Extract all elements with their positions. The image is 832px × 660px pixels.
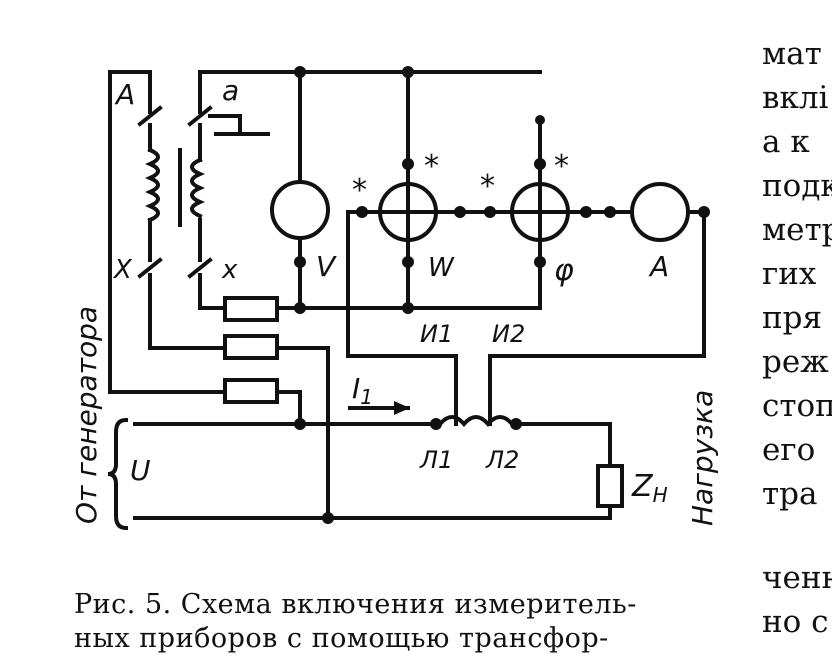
terminal-A-label: A [114,78,135,111]
star-mark: * [352,173,367,208]
meter-bus [198,70,706,426]
caption-line: Рис. 5. Схема включения измеритель- [74,589,637,620]
voltage-transformer [108,70,270,394]
terminal-x-label: x [221,255,238,285]
star-mark: * [554,149,569,184]
figure-caption: Рис. 5. Схема включения измеритель- ных … [74,588,714,656]
text-fragment: ченн [762,560,832,596]
load-impedance-label: ZН [631,469,668,507]
star-mark: * [480,169,495,204]
phase-meter-label: φ [554,253,574,288]
terminal-X-label: X [112,255,133,285]
text-fragment: гих [762,256,817,292]
voltage-U-label: U [130,454,151,487]
star-mark: * [424,149,439,184]
terminal-a-label: a [222,74,239,107]
ammeter [630,182,690,242]
text-fragment: стоп [762,388,832,424]
right-text-column: мат вклі а к подк метр гих пря реж стоп … [738,0,832,660]
terminal-I2-label: И2 [492,320,525,348]
text-fragment: мат [762,36,822,72]
text-fragment: метр [762,212,832,248]
load-impedance [596,464,624,508]
circuit-diagram: A a X x V W φ A * * * * И1 И2 I1 Л1 Л2 U… [70,66,719,531]
text-fragment: но с [762,604,829,640]
text-fragment: реж [762,344,829,380]
phase-meter [510,182,570,242]
text-fragment: пря [762,300,823,336]
terminal-L1-label: Л1 [419,446,453,474]
text-fragment: его [762,432,816,468]
terminal-I1-label: И1 [420,320,453,348]
generator-bracket [107,417,129,531]
text-fragment: вклі [762,80,829,116]
current-label: I1 [352,372,373,409]
junction-dots [294,66,710,524]
voltmeter [270,180,330,240]
voltmeter-label: V [316,250,337,283]
load-label: Нагрузка [686,390,719,526]
wattmeter-label: W [428,253,455,283]
text-fragment: а к [762,124,810,160]
ammeter-label: A [648,250,669,283]
wattmeter [378,182,438,242]
from-generator-label: От генератора [70,306,103,524]
text-fragment: тра [762,476,818,512]
caption-line: ных приборов с помощью трансфор- [74,623,609,654]
terminal-L2-label: Л2 [485,446,519,474]
current-transformer [133,401,624,520]
text-fragment: подк [762,168,832,204]
